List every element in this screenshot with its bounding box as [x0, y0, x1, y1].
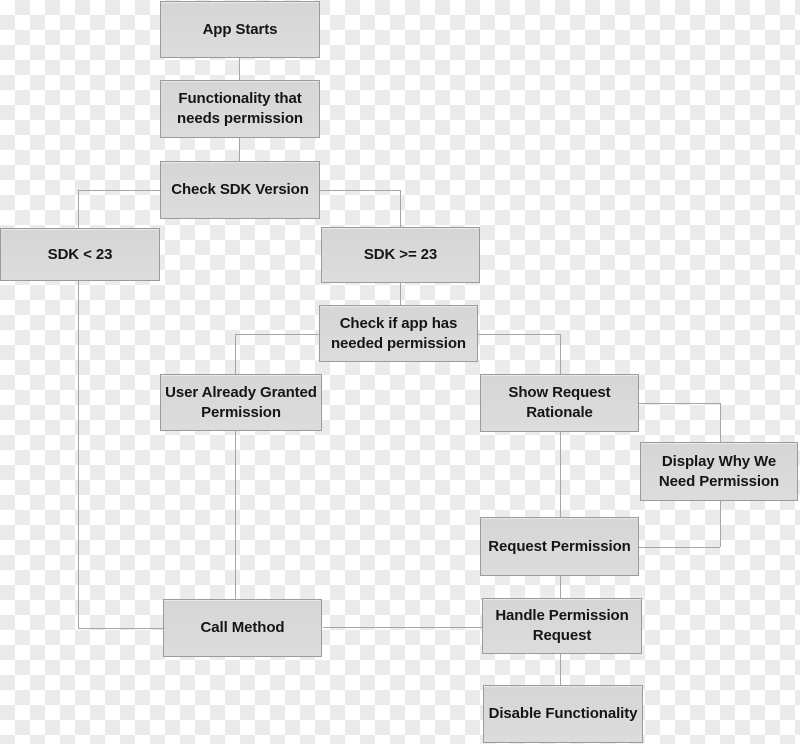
- connector-checksdk-sdklt-v: [78, 190, 79, 228]
- node-app-starts: App Starts: [160, 1, 320, 58]
- node-handle-permission-request: Handle Permission Request: [482, 598, 642, 654]
- node-user-already-granted: User Already Granted Permission: [160, 374, 322, 431]
- connector-checksdk-sdkge-v: [400, 190, 401, 227]
- connector-functionality-checksdk: [239, 138, 240, 161]
- connector-handle-disable: [560, 654, 561, 685]
- node-check-sdk-version-label: Check SDK Version: [171, 181, 309, 198]
- node-show-request-rationale: Show Request Rationale: [480, 374, 639, 432]
- node-functionality: Functionality that needs permission: [160, 80, 320, 138]
- node-functionality-label: Functionality that needs permission: [177, 90, 303, 127]
- node-sdk-ge-23-label: SDK >= 23: [363, 246, 438, 263]
- connector-useralready-callmethod: [235, 431, 236, 599]
- node-request-permission-label: Request Permission: [488, 537, 631, 555]
- node-sdk-lt-23-label: SDK < 23: [47, 245, 113, 263]
- node-disable-functionality-label: Disable Functionality: [488, 705, 638, 722]
- connector-checkif-rationale-h: [478, 334, 560, 335]
- connector-checkif-useralready-v: [235, 334, 236, 374]
- connector-sdkge-checkif: [400, 283, 401, 305]
- connector-callmethod-handle: [323, 627, 482, 628]
- connector-sdklt-callmethod-v: [78, 281, 79, 628]
- connector-appstarts-functionality: [239, 58, 240, 80]
- node-app-starts-label: App Starts: [202, 20, 278, 38]
- node-call-method-label: Call Method: [200, 619, 285, 636]
- connector-request-handle: [560, 576, 561, 598]
- connector-checkif-useralready-h: [235, 334, 319, 335]
- node-check-app-permission-label: Check if app has needed permission: [330, 314, 466, 352]
- node-user-already-granted-label: User Already Granted Permission: [165, 383, 317, 421]
- node-check-sdk-version: Check SDK Version: [160, 161, 320, 219]
- node-check-app-permission: Check if app has needed permission: [319, 305, 478, 362]
- connector-rationale-display-v: [720, 403, 721, 442]
- node-sdk-lt-23: SDK < 23: [0, 228, 160, 281]
- node-show-request-rationale-label: Show Request Rationale: [508, 384, 611, 421]
- connector-rationale-request: [560, 432, 561, 517]
- connector-sdklt-callmethod-h: [78, 628, 163, 629]
- node-request-permission: Request Permission: [480, 517, 639, 576]
- node-disable-functionality: Disable Functionality: [483, 685, 643, 743]
- node-display-why-label: Display Why We Need Permission: [658, 452, 780, 490]
- connector-checksdk-sdkge-h: [320, 190, 400, 191]
- node-display-why: Display Why We Need Permission: [640, 442, 798, 501]
- node-handle-permission-request-label: Handle Permission Request: [495, 607, 629, 644]
- connector-display-request-v: [720, 501, 721, 547]
- node-call-method: Call Method: [163, 599, 322, 657]
- connector-checksdk-sdklt-h: [78, 190, 160, 191]
- connector-checkif-rationale-v: [560, 334, 561, 374]
- connector-display-request-h: [639, 547, 720, 548]
- node-sdk-ge-23: SDK >= 23: [321, 227, 480, 283]
- connector-rationale-display-h: [639, 403, 720, 404]
